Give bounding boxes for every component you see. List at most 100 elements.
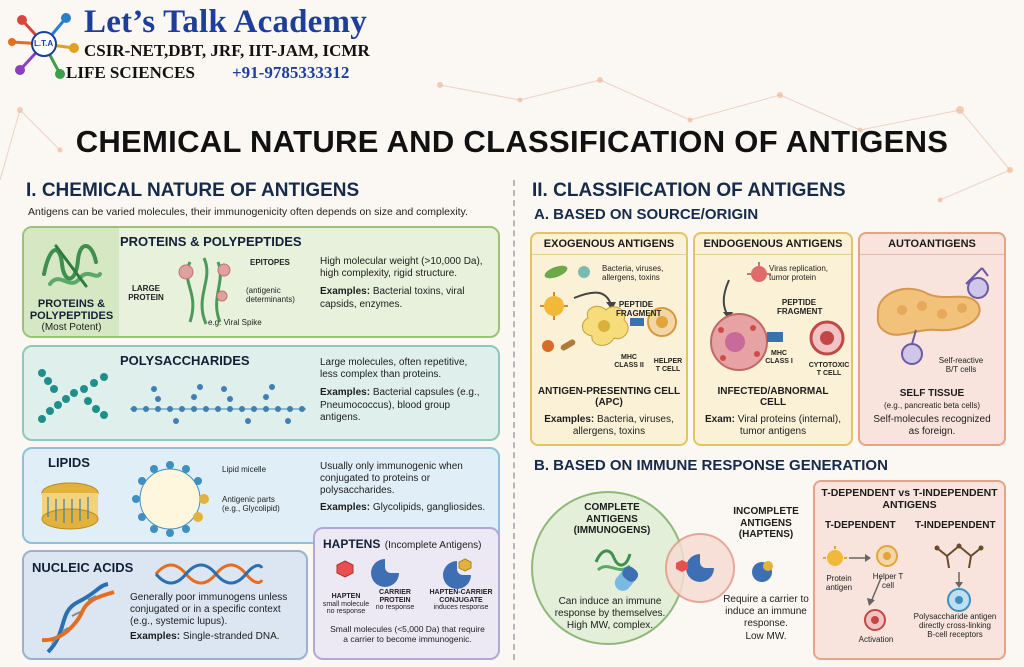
brand-subtitle: CSIR-NET,DBT, JRF, IIT-JAM, ICMR: [84, 41, 370, 60]
exogenous-card: EXOGENOUS ANTIGENS Bacteria, viruses, al…: [530, 232, 688, 446]
endogenous-infected-cell-icon: [710, 262, 845, 371]
brand-phone: +91-9785333312: [232, 63, 350, 82]
polysaccharides-desc-2: less complex than proteins.: [320, 369, 442, 381]
nucleic-ex-1: Single-stranded DNA.: [182, 630, 280, 642]
complete-incomplete-venn: [531, 491, 773, 645]
conjugate-sub: induces response: [433, 604, 489, 612]
polysaccharide-chain-icon: [38, 369, 108, 423]
polysaccharides-panel: POLYSACCHARIDES Large molecules, often r…: [22, 345, 500, 441]
carrier-label-1: CARRIER: [379, 589, 411, 596]
column-divider: [513, 180, 515, 660]
endo-cyto-2: T CELL: [816, 369, 842, 377]
hapten-label: HAPTEN: [331, 593, 361, 600]
dna-strand-icon: [154, 563, 264, 585]
subsection-immune-response: B. BASED ON IMMUNE RESPONSE GENERATION: [534, 457, 888, 474]
endo-cyto-1: CYTOTOXIC: [808, 362, 850, 369]
antigenic-label-1: (antigenic: [246, 286, 281, 295]
proteins-title: PROTEINS & POLYPEPTIDES: [120, 234, 302, 249]
endo-ex-2: tumor antigens: [739, 426, 807, 438]
exo-mhc-2: CLASS II: [614, 361, 644, 369]
endo-infected-2: CELL: [759, 397, 787, 408]
nucleic-desc-3: (e.g., systemic lupus).: [130, 616, 228, 628]
proteins-ex-1: Bacterial toxins, viral: [372, 286, 465, 298]
polysaccharide-branch-icon: [130, 384, 306, 424]
t-dependent-diagram: [823, 543, 984, 631]
viral-spike-label: e.g. Viral Spike: [208, 318, 262, 327]
large-label-1: LARGE: [132, 284, 160, 293]
lipid-antigenic-2: (e.g., Glycolipid): [222, 504, 280, 514]
lipids-desc-1: Usually only immunogenic when: [320, 461, 463, 472]
tdep-label: T-DEPENDENT: [825, 520, 896, 531]
polysaccharides-title: POLYSACCHARIDES: [120, 353, 250, 368]
complete-desc-2: response by themselves.: [554, 608, 666, 620]
exo-mhc-1: MHC: [621, 354, 637, 361]
pancreas-tissue-icon: [876, 267, 989, 365]
proteins-desc-2: high complexity, rigid structure.: [320, 268, 458, 280]
tdep-protein-2: antigen: [825, 583, 853, 593]
lipid-micelle-label: Lipid micelle: [222, 465, 267, 474]
haptens-desc-2: a carrier to become immunogenic.: [343, 633, 472, 644]
lipids-title: LIPIDS: [48, 455, 90, 470]
tindep-poly-2: directly cross-linking: [918, 621, 992, 631]
exo-bact-1: Bacteria, viruses,: [602, 264, 664, 273]
auto-desc-2: as foreign.: [908, 426, 956, 438]
endo-ex-1: Viral proteins (internal),: [737, 414, 841, 425]
tdep-helper-2: cell: [881, 581, 894, 591]
complete-title-1: COMPLETE: [584, 502, 640, 513]
carrier-sub: no response: [375, 604, 415, 612]
logo-text: L.T.A: [34, 39, 54, 48]
proteins-desc-1: High molecular weight (>10,000 Da),: [320, 256, 483, 267]
nucleic-acids-title: NUCLEIC ACIDS: [32, 560, 134, 575]
lipid-antigenic-1: Antigenic parts: [222, 495, 275, 504]
hapten-sub2: no response: [326, 608, 366, 616]
endo-peptide-2: FRAGMENT: [777, 307, 823, 317]
incomplete-title-2: ANTIGENS: [740, 517, 792, 529]
exo-peptide-1: PEPTIDE: [618, 300, 654, 309]
brand-life-sciences: LIFE SCIENCES: [66, 63, 195, 82]
exo-ex-label: Examples:: [544, 414, 595, 425]
auto-self-2: B/T cells: [945, 365, 977, 375]
lipids-ex-1: Glycolipids, gangliosides.: [372, 501, 486, 513]
protein-ribbon-icon: [42, 244, 102, 288]
lipids-panel: LIPIDS Lipid micelle Antigenic parts (e.…: [22, 447, 500, 544]
hapten-carrier-icons: [336, 558, 472, 589]
endo-infected-1: INFECTED/ABNORMAL: [717, 386, 829, 397]
carrier-label-2: PROTEIN: [379, 596, 411, 604]
endo-vir-2: tumor protein: [769, 273, 817, 283]
exo-bact-2: allergens, toxins: [602, 273, 660, 283]
exo-helper-1: HELPER: [653, 358, 683, 365]
incomplete-desc-3: response.: [744, 618, 788, 630]
conjugate-label-1: HAPTEN-CARRIER: [429, 589, 493, 596]
brand-title: Let’s Talk Academy: [84, 4, 367, 40]
exogenous-apc-icon: [540, 265, 677, 352]
section-chemical-nature-title: I. CHEMICAL NATURE OF ANTIGENS: [26, 180, 360, 201]
lipid-bilayer-icon: [41, 482, 99, 530]
incomplete-title-1: INCOMPLETE: [733, 506, 799, 517]
complete-desc-1: Can induce an immune: [558, 596, 662, 607]
auto-desc-1: Self-molecules recognized: [873, 414, 991, 425]
subsection-source-origin: A. BASED ON SOURCE/ORIGIN: [534, 206, 759, 223]
conjugate-label-2: CONJUGATE: [439, 596, 483, 604]
endo-mhc-2: CLASS I: [765, 357, 793, 365]
epitopes-label: EPITOPES: [250, 258, 290, 267]
endo-peptide-1: PEPTIDE: [781, 298, 817, 307]
haptens-panel: HAPTENS (Incomplete Antigens) HAPTEN sma…: [313, 527, 500, 660]
incomplete-desc-2: induce an immune: [725, 606, 807, 618]
proteins-side-label-3: (Most Potent): [41, 322, 102, 334]
exo-ex-2: allergens, toxins: [572, 426, 646, 438]
lipids-desc-2: conjugated to proteins or: [320, 473, 431, 485]
exo-apc-1: ANTIGEN-PRESENTING CELL: [537, 386, 681, 397]
lipids-ex-label: Examples:: [320, 501, 371, 513]
large-protein-icon: [178, 257, 231, 325]
exo-ex-1: Bacteria, viruses,: [597, 414, 674, 425]
incomplete-title-3: (HAPTENS): [738, 529, 794, 540]
tdep-activation: Activation: [858, 635, 894, 644]
lipid-micelle-icon: [132, 461, 209, 537]
exogenous-title: EXOGENOUS ANTIGENS: [532, 234, 686, 255]
polysaccharides-ex-3: antigens.: [320, 411, 361, 423]
tdep-title-2: ANTIGENS: [882, 499, 937, 512]
autoantigens-title: AUTOANTIGENS: [860, 234, 1004, 255]
tdep-title-1: T-DEPENDENT vs T-INDEPENDENT: [821, 487, 998, 499]
exo-peptide-2: FRAGMENT: [616, 309, 662, 319]
